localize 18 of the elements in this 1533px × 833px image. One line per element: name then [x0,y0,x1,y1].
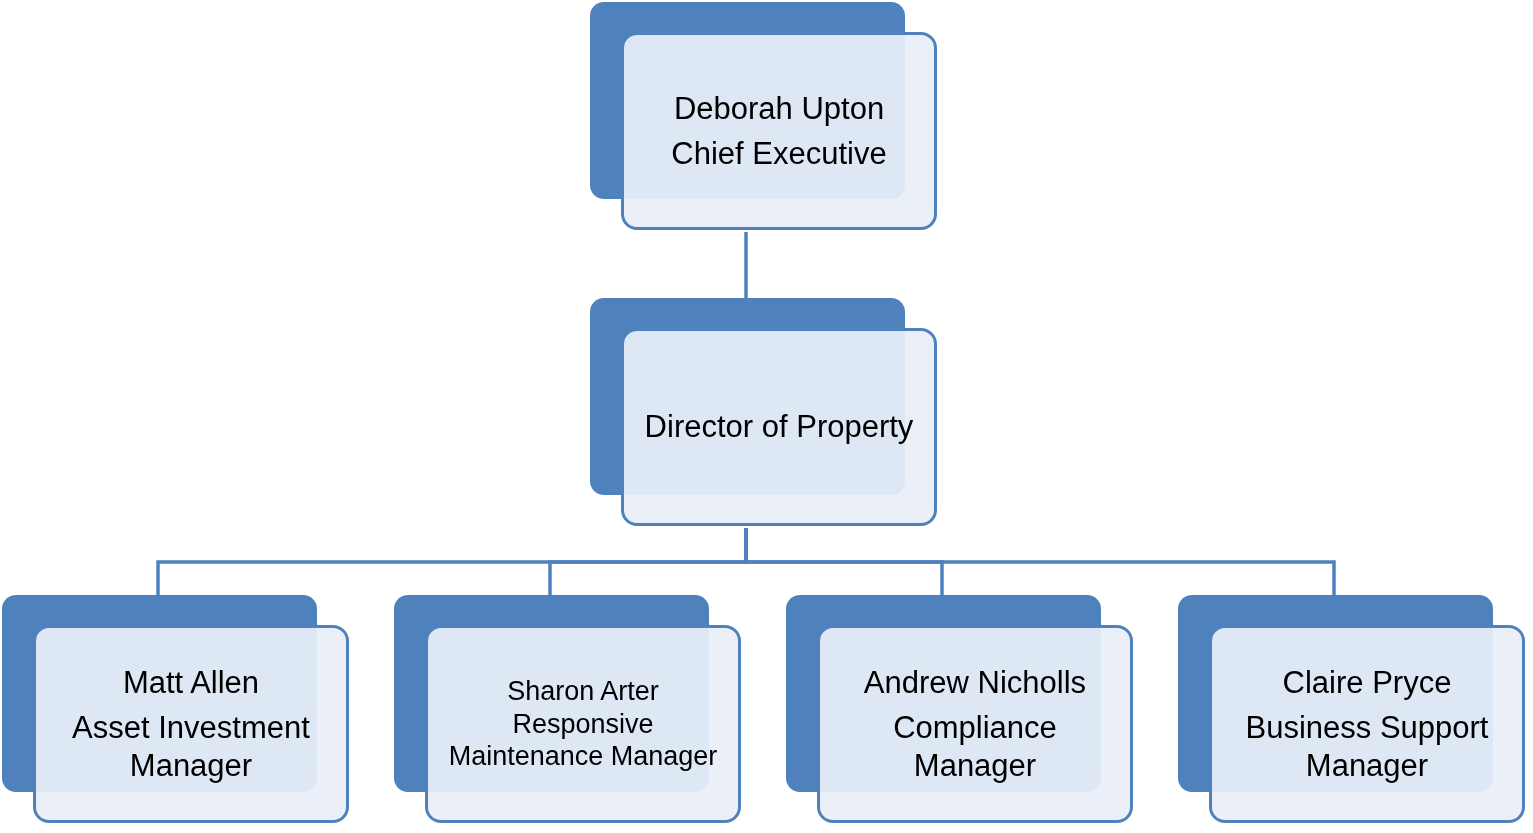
org-card [394,595,741,823]
org-card [2,595,349,823]
person-name: Claire Pryce [1282,664,1452,702]
person-name: Matt Allen [122,664,260,702]
person-name: Andrew Nicholls [863,664,1087,702]
job-title: Compliance Manager [892,709,1058,784]
connector-line [744,232,748,298]
job-title: Director of Property [644,408,914,446]
org-card [590,298,937,526]
org-card [1178,595,1525,823]
person-name: Sharon Arter [507,676,659,708]
job-title: Chief Executive [671,135,887,173]
org-card [786,595,1133,823]
job-title: Asset Investment Manager [71,709,311,784]
job-title: Responsive Maintenance Manager [447,709,719,772]
person-name: Deborah Upton [673,89,885,127]
org-card [590,2,937,230]
job-title: Business Support Manager [1244,709,1490,784]
